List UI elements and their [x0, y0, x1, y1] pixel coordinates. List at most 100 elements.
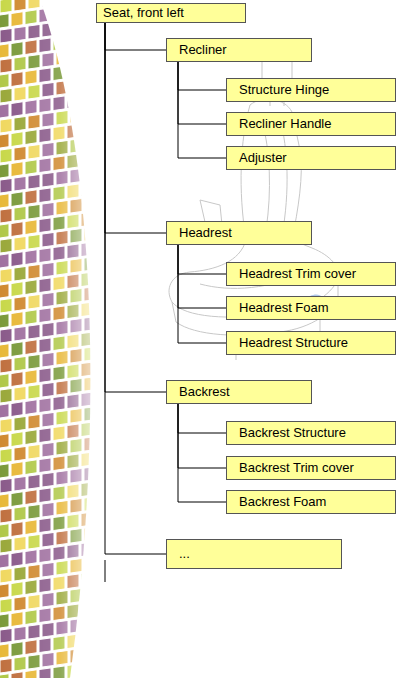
- mosaic-tile: [28, 534, 40, 549]
- mosaic-tile: [28, 264, 40, 279]
- mosaic-tile: [11, 462, 23, 477]
- tree-box: Backrest Foam: [226, 490, 396, 514]
- mosaic-tile: [56, 440, 68, 455]
- mosaic-tile: [95, 600, 107, 615]
- mosaic-tile: [42, 82, 54, 97]
- mosaic-tile: [81, 92, 93, 107]
- mosaic-tile: [70, 0, 82, 3]
- mosaic-tile: [14, 206, 26, 221]
- tree-connector: [178, 245, 226, 343]
- mosaic-tile: [42, 652, 54, 667]
- mosaic-tile: [28, 474, 40, 489]
- mosaic-tile: [98, 225, 110, 240]
- mosaic-tile: [25, 490, 37, 505]
- mosaic-tile: [81, 602, 93, 617]
- mosaic-tile: [67, 424, 79, 439]
- mosaic-tile: [84, 0, 96, 1]
- tree-connector: [178, 245, 226, 274]
- mosaic-tile: [67, 514, 79, 529]
- mosaic-tile: [39, 68, 51, 83]
- mosaic-tile: [53, 156, 65, 171]
- mosaic-tile: [70, 138, 82, 153]
- mosaic-tile: [0, 448, 12, 463]
- mosaic-tile: [28, 564, 40, 579]
- mosaic-tile: [0, 628, 12, 643]
- mosaic-tile: [42, 622, 54, 637]
- mosaic-tile: [0, 404, 9, 419]
- tree-box: Recliner Handle: [226, 112, 396, 136]
- mosaic-tile: [28, 504, 40, 519]
- mosaic-tile: [39, 338, 51, 353]
- mosaic-tile: [56, 410, 68, 425]
- mosaic-tile: [70, 498, 82, 513]
- mosaic-tile: [42, 232, 54, 247]
- mosaic-tile: [28, 324, 40, 339]
- mosaic-tile: [53, 6, 65, 21]
- mosaic-tile: [28, 624, 40, 639]
- mosaic-tile: [67, 304, 79, 319]
- mosaic-tile: [84, 47, 96, 62]
- mosaic-tile: [39, 248, 51, 263]
- mosaic-tile: [0, 224, 9, 239]
- mosaic-tile: [11, 132, 23, 147]
- mosaic-tile: [53, 366, 65, 381]
- mosaic-tile: [39, 488, 51, 503]
- mosaic-tile: [56, 620, 68, 635]
- mosaic-tile: [53, 456, 65, 471]
- box-label: Headrest Trim cover: [239, 266, 356, 282]
- mosaic-tile: [11, 102, 23, 117]
- mosaic-tile: [67, 394, 79, 409]
- box-label: Recliner: [179, 42, 227, 58]
- mosaic-tile: [0, 478, 12, 493]
- tree-connector: [178, 62, 226, 124]
- mosaic-tile: [11, 402, 23, 417]
- mosaic-tile: [98, 315, 110, 330]
- mosaic-tile: [0, 538, 12, 553]
- mosaic-tile: [53, 516, 65, 531]
- mosaic-tile: [28, 204, 40, 219]
- mosaic-tile: [0, 388, 12, 403]
- mosaic-tile: [11, 432, 23, 447]
- mosaic-tile: [25, 610, 37, 625]
- tree-box: Backrest Trim cover: [226, 456, 396, 480]
- mosaic-tile: [0, 314, 9, 329]
- root-box: Seat, front left: [96, 3, 246, 23]
- mosaic-tile: [70, 228, 82, 243]
- tree-box: Structure Hinge: [226, 78, 396, 102]
- mosaic-tile: [84, 617, 96, 632]
- mosaic-tile: [0, 568, 12, 583]
- mosaic-tile: [81, 572, 93, 587]
- mosaic-tile: [42, 142, 54, 157]
- mosaic-tile: [28, 0, 40, 9]
- mosaic-tile: [95, 630, 107, 645]
- mosaic-tile: [53, 336, 65, 351]
- mosaic-tile: [25, 250, 37, 265]
- mosaic-tile: [81, 512, 93, 527]
- mosaic-tile: [11, 312, 23, 327]
- mosaic-tile: [25, 160, 37, 175]
- mosaic-tile: [0, 508, 12, 523]
- mosaic-tile: [53, 216, 65, 231]
- mosaic-tile: [53, 486, 65, 501]
- mosaic-tile: [67, 64, 79, 79]
- mosaic-tile: [14, 0, 26, 11]
- mosaic-tile: [42, 22, 54, 37]
- mosaic-tile: [98, 465, 110, 480]
- mosaic-tile: [0, 644, 9, 659]
- mosaic-tile: [70, 108, 82, 123]
- mosaic-tile: [14, 236, 26, 251]
- mosaic-tile: [11, 522, 23, 537]
- mosaic-tile: [11, 672, 23, 678]
- mosaic-tile: [56, 110, 68, 125]
- mosaic-tile: [98, 285, 110, 300]
- mosaic-tile: [11, 222, 23, 237]
- mosaic-tile: [11, 252, 23, 267]
- mosaic-tile: [70, 288, 82, 303]
- mosaic-tile: [53, 606, 65, 621]
- mosaic-tile: [81, 332, 93, 347]
- mosaic-tile: [42, 352, 54, 367]
- mosaic-tile: [56, 200, 68, 215]
- mosaic-tile: [84, 287, 96, 302]
- mosaic-tile: [25, 670, 37, 678]
- mosaic-tile: [28, 174, 40, 189]
